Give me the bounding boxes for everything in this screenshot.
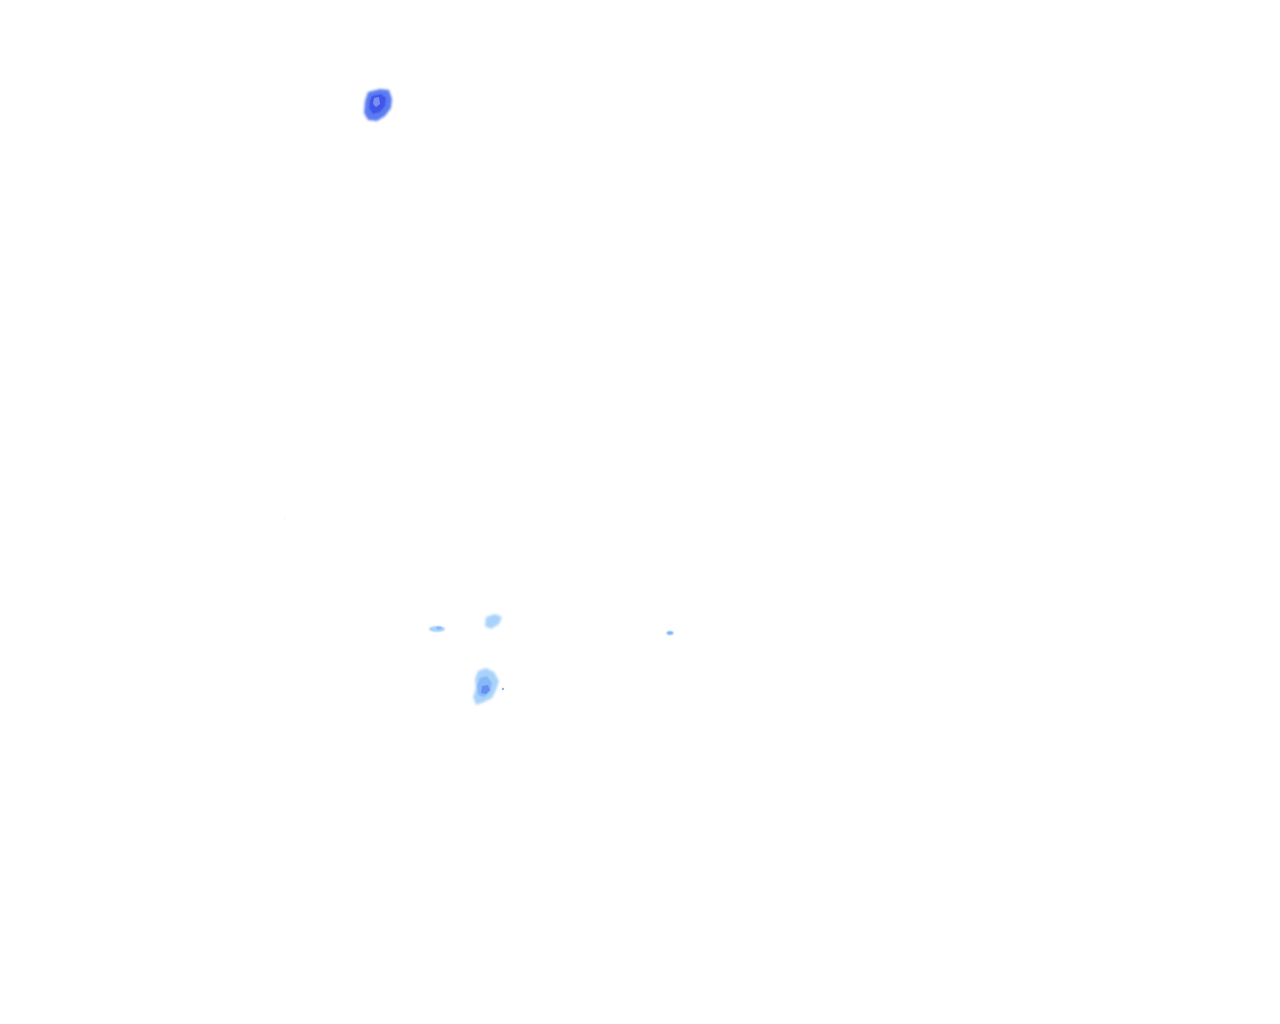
- echo-northwest-cell-gap: [373, 97, 380, 107]
- echo-south-cluster: [473, 668, 505, 705]
- echo-southwest-fleck-core: [436, 626, 442, 630]
- echo-south-cluster-core: [481, 685, 490, 694]
- echo-central-blob-shape: [485, 614, 502, 629]
- echo-southwest-fleck: [429, 626, 445, 632]
- echo-east-fleck: [666, 631, 674, 635]
- echo-south-cluster-dot: [501, 687, 505, 691]
- echo-east-fleck-shape: [666, 631, 674, 635]
- echo-central-blob: [485, 614, 502, 629]
- map-speck: [284, 517, 286, 519]
- echo-northwest-cell: [364, 89, 392, 121]
